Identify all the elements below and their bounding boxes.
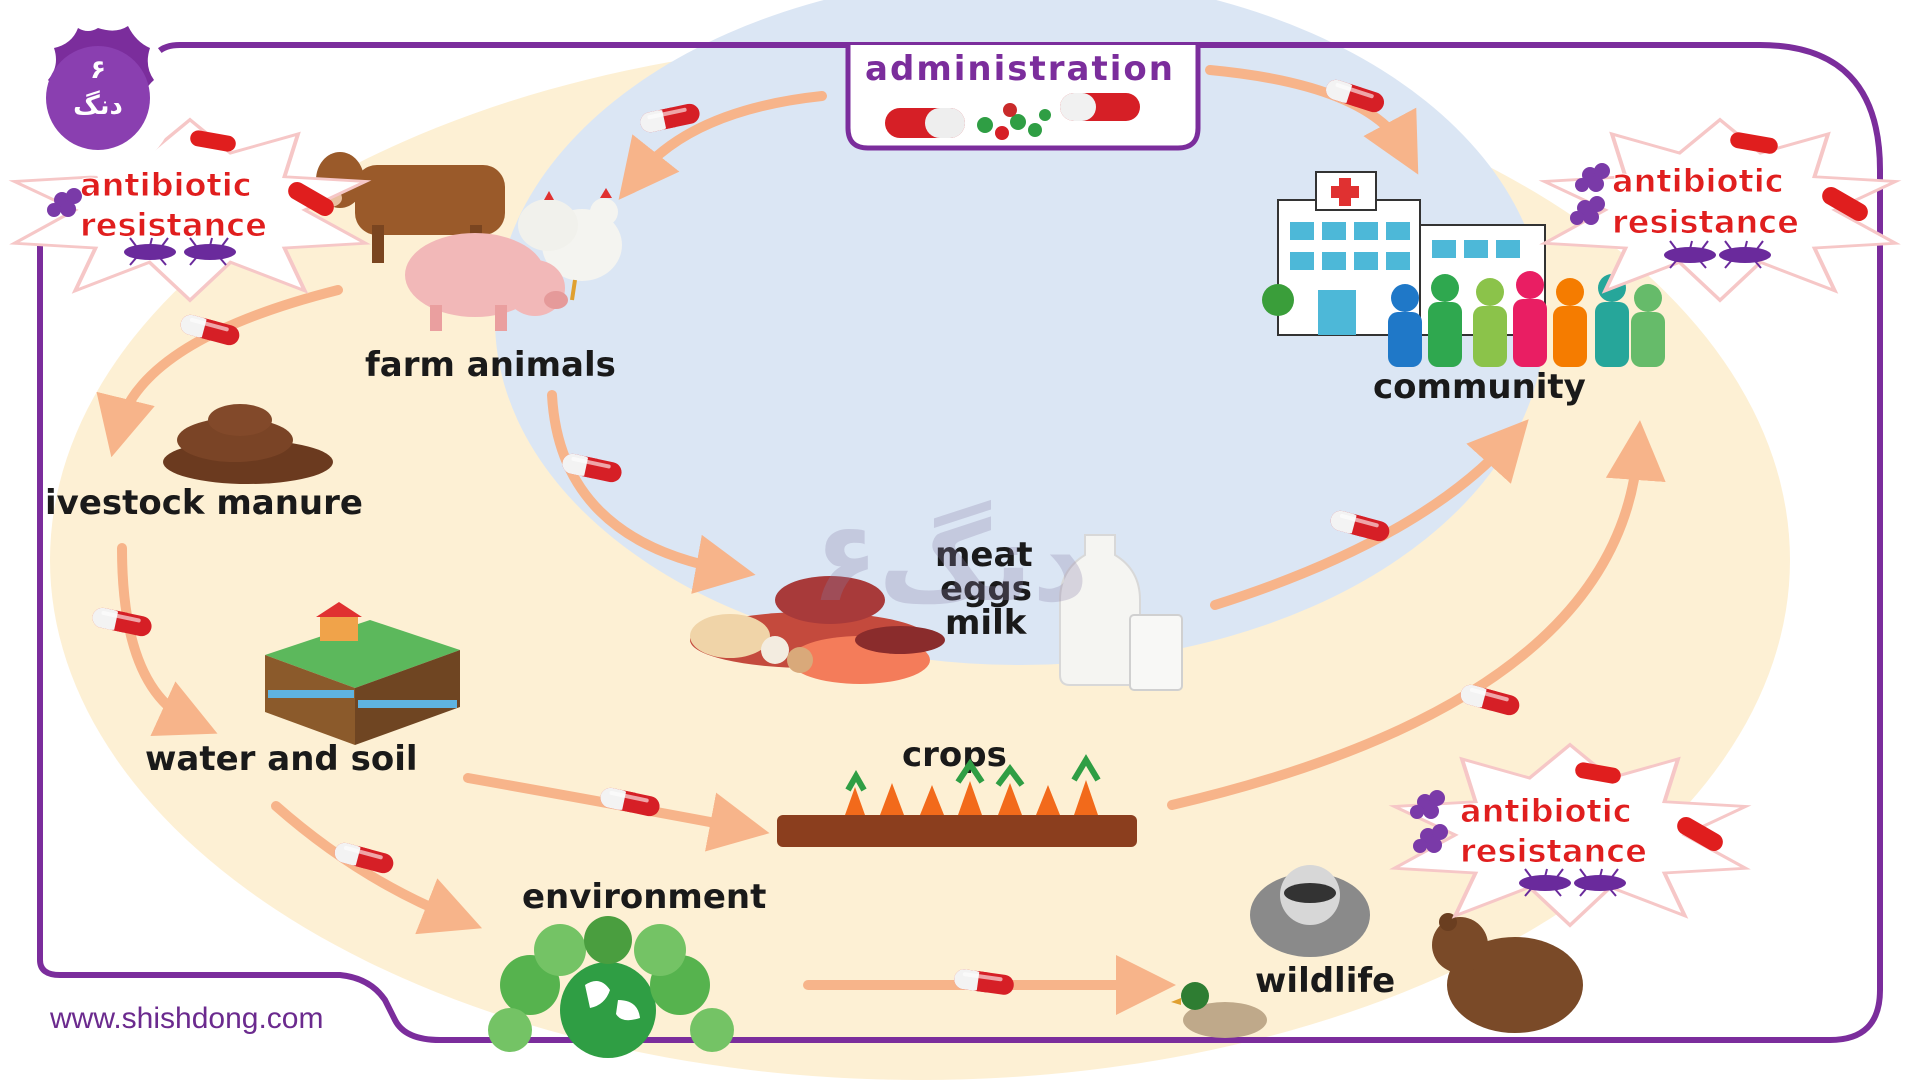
duck-icon: [1171, 982, 1267, 1038]
resistance-badge-wildlife-line2: resistance: [1460, 832, 1647, 870]
arrow-water-to-environment: [271, 801, 483, 935]
food-label-milk: milk: [945, 603, 1028, 643]
environment-label: environment: [522, 877, 766, 917]
resistance-badge-farm-line2: resistance: [80, 206, 267, 244]
resistance-badge-farm-line1: antibiotic: [80, 166, 252, 204]
pills-icon: [885, 93, 1140, 140]
administration-box: administration: [845, 45, 1201, 151]
resistance-badge-farm: antibiotic resistance: [14, 120, 365, 301]
farm-animals-label: farm animals: [365, 345, 616, 385]
globe-trees-icon: [488, 916, 734, 1058]
administration-label: administration: [865, 49, 1175, 89]
website-link[interactable]: www.shishdong.com: [49, 1002, 323, 1035]
resistance-badge-community-line1: antibiotic: [1612, 162, 1784, 200]
food-label-eggs: eggs: [940, 569, 1032, 609]
bear-icon: [1432, 913, 1583, 1033]
arrow-manure-to-water: [117, 543, 218, 736]
resistance-badge-community: antibiotic resistance: [1545, 120, 1896, 301]
resistance-badge-community-line2: resistance: [1612, 203, 1799, 241]
raccoon-icon: [1250, 865, 1370, 957]
soil-cross-section-icon: [265, 602, 460, 745]
pig-icon: [405, 233, 568, 331]
chicken-icon: [518, 188, 622, 301]
people-crowd-icon: [1388, 271, 1665, 367]
food-platter-icon: [690, 576, 945, 684]
water-and-soil-label: water and soil: [145, 739, 418, 779]
arrow-crops-to-community: [1167, 420, 1666, 810]
food-label-meat: meat: [935, 535, 1033, 575]
cycle-arrows: [96, 65, 1666, 1015]
milk-icon: [1059, 534, 1183, 691]
wildlife-label: wildlife: [1255, 961, 1395, 1001]
crops-label: crops: [902, 735, 1007, 775]
arrow-admin-to-farm: [618, 91, 827, 200]
manure-icon: [163, 404, 333, 484]
arrow-food-to-community: [1210, 419, 1529, 610]
logo-text-word: دنگ: [73, 90, 123, 121]
inner-circle: [495, 0, 1545, 665]
brand-logo: ۶ دنگ: [20, 20, 176, 176]
community-label: community: [1373, 367, 1586, 407]
arrow-farm-to-manure: [96, 285, 343, 458]
watermark: ۶دنگ: [811, 498, 1089, 626]
resistance-badge-wildlife-line1: antibiotic: [1460, 792, 1632, 830]
logo-text-number: ۶: [90, 55, 106, 85]
carrots-icon: [777, 754, 1137, 847]
resistance-badge-wildlife: antibiotic resistance: [1395, 745, 1746, 926]
frame-border: [37, 42, 1883, 1043]
livestock-manure-label: ivestock manure: [45, 483, 363, 523]
arrow-farm-to-food: [547, 390, 756, 594]
